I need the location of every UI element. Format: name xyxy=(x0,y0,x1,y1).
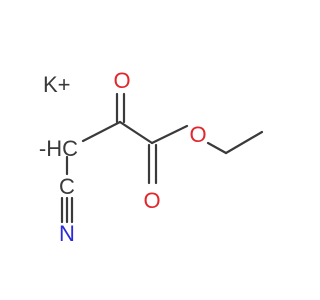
bond-ketone-to-ester-carbon xyxy=(118,120,154,145)
nitrile-carbon-label: C xyxy=(59,174,75,199)
bond-ch2-to-ch3 xyxy=(224,130,264,155)
nitrogen-label: N xyxy=(59,221,75,246)
potassium-counterion-label: K+ xyxy=(43,72,71,97)
bond-ch-to-ketone-carbon xyxy=(81,120,122,143)
bond-ester-o-to-ch2 xyxy=(206,141,228,155)
ester-oxygen-label: O xyxy=(189,122,206,147)
molecule-structure-diagram: K+ -HC C N O O O xyxy=(39,68,264,246)
carbonyl-oxygen-label: O xyxy=(143,188,160,213)
ketone-oxygen-label: O xyxy=(113,68,130,93)
carbanion-label: -HC xyxy=(39,136,78,161)
bond-ester-c-to-ester-o xyxy=(150,124,189,145)
